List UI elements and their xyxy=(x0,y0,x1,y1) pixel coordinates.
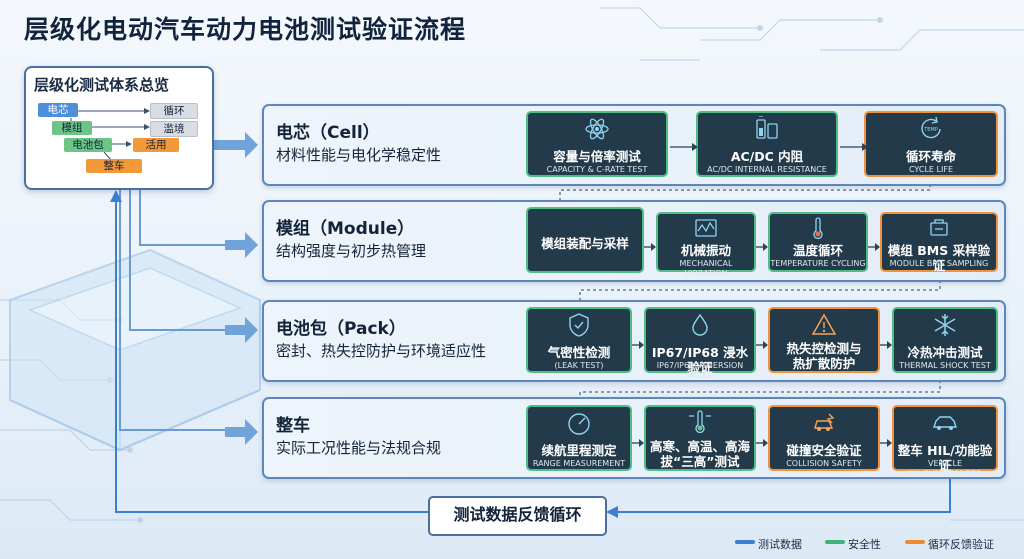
step-label: 模组装配与采样 xyxy=(541,236,629,251)
step-vibration: 机械振动 MECHANICAL VIBRATION xyxy=(656,212,756,278)
row-cell-connectors xyxy=(670,143,868,151)
step-immersion: IP67/IP68 浸水验证 IP67/IP68 IMMERSION VALID… xyxy=(644,307,756,380)
step-label: 气密性检测 xyxy=(547,345,611,360)
shield-icon xyxy=(569,313,589,337)
step-range: 续航里程测定 RANGE MEASUREMENT xyxy=(526,405,632,471)
vibration-icon xyxy=(695,219,717,237)
thermometer-icon xyxy=(813,217,823,239)
row-vehicle-subtitle: 实际工况性能与法规合规 xyxy=(276,439,442,457)
overview-chip-pack: 电池包 xyxy=(64,138,112,152)
row-vehicle-connectors xyxy=(632,439,892,447)
svg-text:TEMP: TEMP xyxy=(923,127,938,133)
overview-chip-vehicle: 整车 xyxy=(86,159,142,173)
overview-chip-module: 模组 xyxy=(52,121,92,135)
overview-chip-use: 活用 xyxy=(133,138,179,152)
step-label: 续航里程测定 xyxy=(541,443,617,458)
step-label: 容量与倍率测试 xyxy=(553,149,641,164)
legend-feedback: 循环反馈验证 xyxy=(928,538,994,551)
step-thermal-shock: 冷热冲击测试 THERMAL SHOCK TEST xyxy=(892,307,998,373)
step-label-en: CAPACITY & C-RATE TEST xyxy=(546,165,648,174)
step-label-en: TEMPERATURE CYCLING xyxy=(770,259,866,268)
bms-icon xyxy=(930,219,948,236)
atom-icon xyxy=(585,118,609,140)
car-icon xyxy=(933,416,957,430)
step-label-en: THERMAL SHOCK TEST xyxy=(899,361,991,370)
gauge-icon xyxy=(568,413,590,435)
step-label: AC/DC 内阻 xyxy=(730,149,804,164)
step-label-en: AC/DC INTERNAL RESISTANCE xyxy=(707,165,827,174)
step-label-en: MECHANICAL VIBRATION xyxy=(679,259,733,278)
step-leak-test: 气密性检测 (LEAK TEST) xyxy=(526,307,632,373)
step-label-en: (LEAK TEST) xyxy=(554,361,604,370)
thermometer-snow-icon xyxy=(689,410,711,434)
step-label: 机械振动 xyxy=(680,243,731,258)
row-cell-title: 电芯（Cell） xyxy=(276,123,380,143)
car-crash-icon xyxy=(814,413,835,431)
step-module-assembly: 模组装配与采样 xyxy=(526,207,644,273)
step-collision-safety: 碰撞安全验证 COLLISION SAFETY xyxy=(768,405,880,471)
step-label: IP67/IP68 浸水验证 xyxy=(651,345,749,375)
row-vehicle-title: 整车 xyxy=(276,416,310,436)
step-label: 整车 HIL/功能验证 xyxy=(897,443,993,473)
snowflake-icon xyxy=(934,314,956,336)
overview-title: 层级化测试体系总览 xyxy=(34,76,170,94)
row-cell-subtitle: 材料性能与电化学稳定性 xyxy=(276,146,442,164)
row-module: 模组（Module） 结构强度与初步热管理 模组装配与采样 机械振动 MECHA… xyxy=(262,200,1006,282)
battery-meter-icon xyxy=(756,116,778,139)
step-label: 温度循环 xyxy=(792,243,843,258)
step-bms-sampling: 模组 BMS 采样验证 MODULE BMS SAMPLING xyxy=(880,212,998,273)
overview-connectors xyxy=(70,108,150,161)
step-label: 冷热冲击测试 xyxy=(907,345,983,360)
water-drop-icon xyxy=(692,313,708,336)
step-label-en: COLLISION SAFETY xyxy=(786,459,862,468)
legend-test-data: 测试数据 xyxy=(758,538,802,551)
overview-panel: 层级化测试体系总览 电芯 循环 模组 滥境 电池包 活用 整车 xyxy=(24,66,214,190)
overview-chip-env: 滥境 xyxy=(150,121,198,137)
row-pack: 电池包（Pack） 密封、热失控防护与环境适应性 气密性检测 (LEAK TES… xyxy=(262,300,1006,382)
row-pack-title: 电池包（Pack） xyxy=(276,319,406,339)
step-internal-resistance: AC/DC 内阻 AC/DC INTERNAL RESISTANCE xyxy=(696,111,838,177)
step-label: 模组 BMS 采样验证 xyxy=(887,243,991,273)
step-label-line2: 热扩散防护 xyxy=(792,356,856,371)
row-module-connectors xyxy=(644,243,880,251)
step-label-en: CYCLE LIFE xyxy=(908,165,953,174)
step-label-en: IP67/IP68 IMMERSION VALID. xyxy=(656,361,744,380)
step-label-line2: 拔“三高”测试 xyxy=(660,454,740,469)
step-temperature-cycling: 温度循环 TEMPERATURE CYCLING xyxy=(768,212,868,272)
row-module-subtitle: 结构强度与初步热管理 xyxy=(276,242,427,260)
step-extreme-conditions: 高寒、高温、高海 拔“三高”测试 xyxy=(644,405,756,471)
step-label: 热失控检测与 xyxy=(786,341,862,356)
feedback-loop-box: 测试数据反馈循环 xyxy=(428,496,607,536)
row-pack-connectors xyxy=(632,341,892,349)
row-cell: 电芯（Cell） 材料性能与电化学稳定性 容量与倍率测试 CAPACITY & … xyxy=(262,104,1006,186)
step-label: 高寒、高温、高海 xyxy=(649,439,750,454)
step-capacity-test: 容量与倍率测试 CAPACITY & C-RATE TEST xyxy=(526,111,668,177)
legend-safety: 安全性 xyxy=(848,538,881,551)
warning-icon xyxy=(811,313,837,335)
overview-chip-cell: 电芯 xyxy=(38,103,78,117)
step-label-en: MODULE BMS SAMPLING xyxy=(889,259,989,268)
step-cycle-life: TEMP 循环寿命 CYCLE LIFE xyxy=(864,111,998,177)
step-label-en: VEHICLE HIL/FUNCTIONESS xyxy=(908,459,982,478)
step-vehicle-hil: 整车 HIL/功能验证 VEHICLE HIL/FUNCTIONESS xyxy=(892,405,998,478)
step-label: 碰撞安全验证 xyxy=(786,443,862,458)
row-vehicle: 整车 实际工况性能与法规合规 续航里程测定 RANGE MEASUREMENT … xyxy=(262,397,1006,479)
row-module-title: 模组（Module） xyxy=(276,219,415,239)
step-label-en: RANGE MEASUREMENT xyxy=(532,459,626,468)
overview-chip-cycle: 循环 xyxy=(150,103,198,119)
row-pack-subtitle: 密封、热失控防护与环境适应性 xyxy=(276,342,487,360)
page-title: 层级化电动汽车动力电池测试验证流程 xyxy=(24,15,467,44)
cycle-icon: TEMP xyxy=(921,116,941,139)
step-label: 循环寿命 xyxy=(905,149,956,164)
step-thermal-runaway: 热失控检测与 热扩散防护 xyxy=(768,307,880,373)
